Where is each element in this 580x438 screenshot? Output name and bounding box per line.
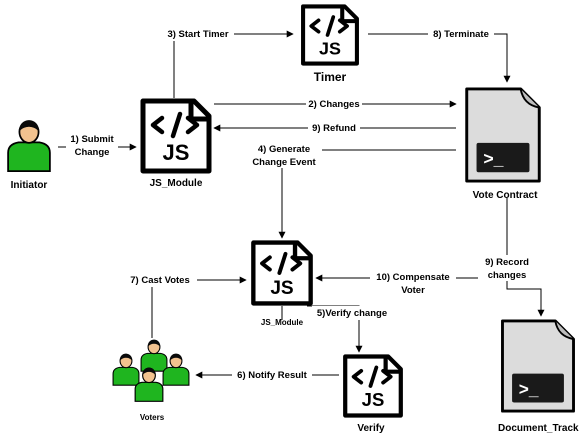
node-timer: Timer — [303, 6, 357, 84]
node-voters: Voters — [112, 339, 190, 422]
label-changes: 2) Changes — [306, 97, 362, 111]
svg-text:8) Terminate: 8) Terminate — [433, 29, 489, 40]
js-file-icon — [143, 101, 209, 171]
document-track-label: Document_Track — [498, 423, 579, 434]
node-verify: Verify — [345, 357, 401, 434]
label-notify-result: 6) Notify Result — [232, 368, 312, 382]
edge-cast-votes — [151, 276, 247, 338]
initiator-label: Initiator — [11, 180, 48, 191]
node-js-module: JS_Module — [143, 101, 209, 189]
label-compensate-voter: 10) Compensate Voter — [370, 270, 456, 296]
svg-text:4) Generate: 4) Generate — [258, 144, 310, 155]
vote-contract-label: Vote Contract — [473, 190, 538, 201]
js-file-icon — [303, 6, 357, 63]
label-start-timer: 3) Start Timer — [162, 27, 234, 41]
label-generate-change-event: 4) Generate Change Event — [250, 142, 322, 168]
svg-text:2) Changes: 2) Changes — [308, 99, 359, 110]
svg-text:changes: changes — [488, 270, 527, 281]
svg-text:Change Event: Change Event — [252, 157, 316, 168]
svg-text:6) Notify Result: 6) Notify Result — [237, 370, 308, 381]
svg-text:10) Compensate: 10) Compensate — [376, 272, 449, 283]
label-cast-votes: 7) Cast Votes — [127, 273, 197, 287]
svg-text:5)Verify change: 5)Verify change — [317, 308, 387, 319]
voters-label: Voters — [140, 413, 165, 422]
edge-record-changes — [506, 198, 545, 317]
label-submit-change-line2: Change — [75, 147, 110, 158]
svg-text:9) Record: 9) Record — [485, 257, 529, 268]
js-module-label: JS_Module — [150, 178, 203, 189]
label-refund: 9) Refund — [308, 121, 360, 135]
svg-text:7) Cast Votes: 7) Cast Votes — [130, 275, 189, 286]
js-file-icon — [345, 357, 401, 416]
edge-terminate — [368, 33, 511, 83]
label-verify-change: 5)Verify change — [312, 306, 392, 320]
svg-text:Voter: Voter — [401, 285, 425, 296]
edge-start-timer — [173, 30, 294, 98]
person-icon — [140, 339, 168, 372]
svg-text:3) Start Timer: 3) Start Timer — [167, 29, 228, 40]
node-js-module-2: JS_Module — [253, 243, 310, 327]
person-icon — [7, 119, 51, 172]
js-module-2-label: JS_Module — [261, 318, 304, 327]
timer-label: Timer — [314, 70, 347, 84]
verify-label: Verify — [357, 423, 385, 434]
js-file-icon — [253, 243, 310, 304]
terminal-document-icon — [465, 87, 541, 183]
label-submit-change: 1) Submit Change — [66, 132, 118, 158]
terminal-document-icon — [500, 319, 576, 413]
svg-text:9) Refund: 9) Refund — [312, 123, 356, 134]
label-submit-change-line1: 1) Submit — [70, 134, 114, 145]
label-record-changes: 9) Record changes — [478, 255, 536, 281]
node-vote-contract: Vote Contract — [465, 87, 541, 201]
node-initiator: Initiator — [7, 119, 51, 191]
person-icon — [112, 353, 140, 386]
label-terminate: 8) Terminate — [428, 27, 494, 41]
node-document-track: Document_Track — [498, 319, 579, 434]
